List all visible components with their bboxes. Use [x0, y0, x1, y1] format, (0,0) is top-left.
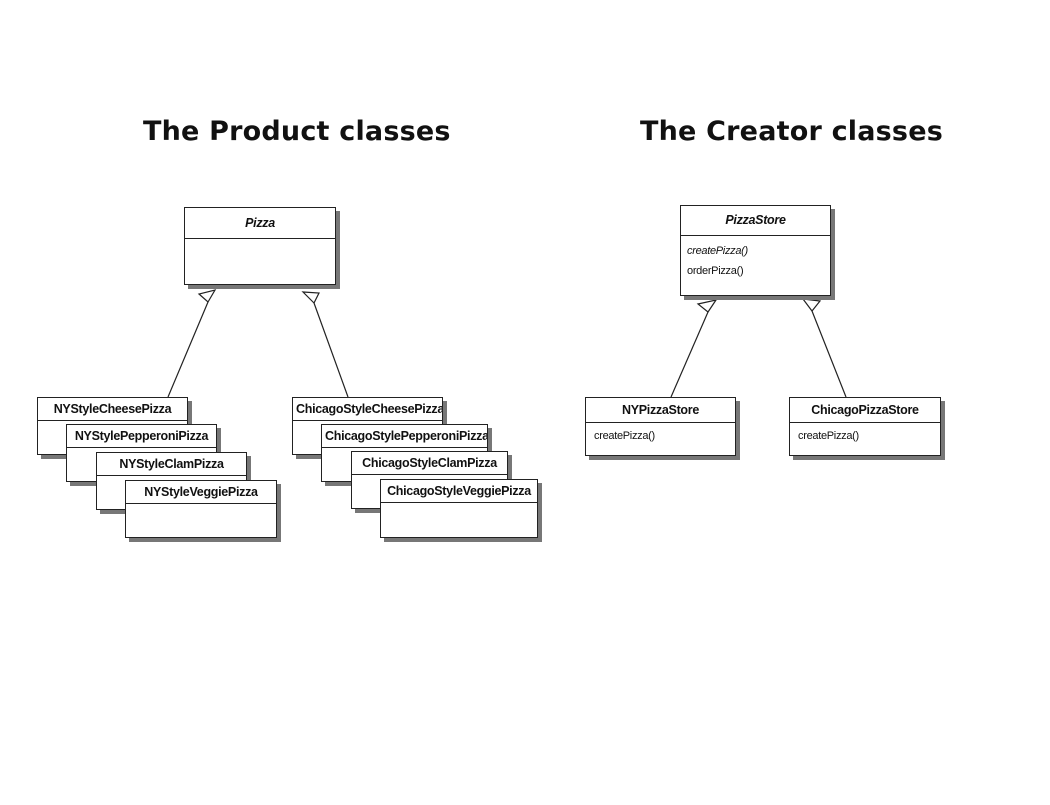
pizzastore-class: PizzaStore createPizza() orderPizza()	[680, 205, 831, 296]
chicago-clam-pizza-class-name: ChicagoStyleClamPizza	[352, 452, 507, 475]
chicago-pepperoni-pizza-class-name: ChicagoStylePepperoniPizza	[322, 425, 487, 448]
chicago-cheese-pizza-class-name: ChicagoStyleCheesePizza	[293, 398, 442, 421]
pizzastore-class-name: PizzaStore	[681, 206, 830, 236]
chicagopizzastore-class-name: ChicagoPizzaStore	[790, 398, 940, 423]
chicago-veggie-pizza-class: ChicagoStyleVeggiePizza	[380, 479, 538, 538]
chicagopizzastore-class: ChicagoPizzaStore createPizza()	[789, 397, 941, 456]
chicago-pizza-inheritance-line	[313, 302, 349, 398]
nypizzastore-methods: createPizza()	[586, 423, 735, 449]
pizza-class-name: Pizza	[185, 208, 335, 239]
ny-veggie-pizza-class-name: NYStyleVeggiePizza	[126, 481, 276, 504]
pizzastore-method-order: orderPizza()	[687, 265, 744, 277]
chicagopizzastore-method-create: createPizza()	[798, 430, 859, 442]
chicagopizzastore-methods: createPizza()	[790, 423, 940, 449]
nypizzastore-class-name: NYPizzaStore	[586, 398, 735, 423]
creator-classes-heading: The Creator classes	[640, 116, 943, 147]
ny-cheese-pizza-class-name: NYStyleCheesePizza	[38, 398, 187, 421]
ny-veggie-pizza-class: NYStyleVeggiePizza	[125, 480, 277, 538]
pizzastore-methods: createPizza() orderPizza()	[681, 236, 830, 284]
chicago-veggie-pizza-class-name: ChicagoStyleVeggiePizza	[381, 480, 537, 503]
ny-clam-pizza-class-name: NYStyleClamPizza	[97, 453, 246, 476]
chicagostore-arrowhead	[801, 298, 822, 312]
product-classes-heading: The Product classes	[143, 116, 451, 147]
ny-pizza-arrowhead	[197, 289, 217, 303]
nystore-arrowhead	[696, 299, 718, 313]
pizzastore-method-create: createPizza()	[687, 245, 748, 257]
nypizzastore-method-create: createPizza()	[594, 430, 655, 442]
ny-pizza-inheritance-line	[167, 301, 209, 398]
chicagostore-inheritance-line	[811, 310, 847, 398]
chicago-pizza-arrowhead	[301, 291, 320, 305]
ny-pepperoni-pizza-class-name: NYStylePepperoniPizza	[67, 425, 216, 448]
nystore-inheritance-line	[670, 311, 709, 398]
nypizzastore-class: NYPizzaStore createPizza()	[585, 397, 736, 456]
pizza-class: Pizza	[184, 207, 336, 285]
